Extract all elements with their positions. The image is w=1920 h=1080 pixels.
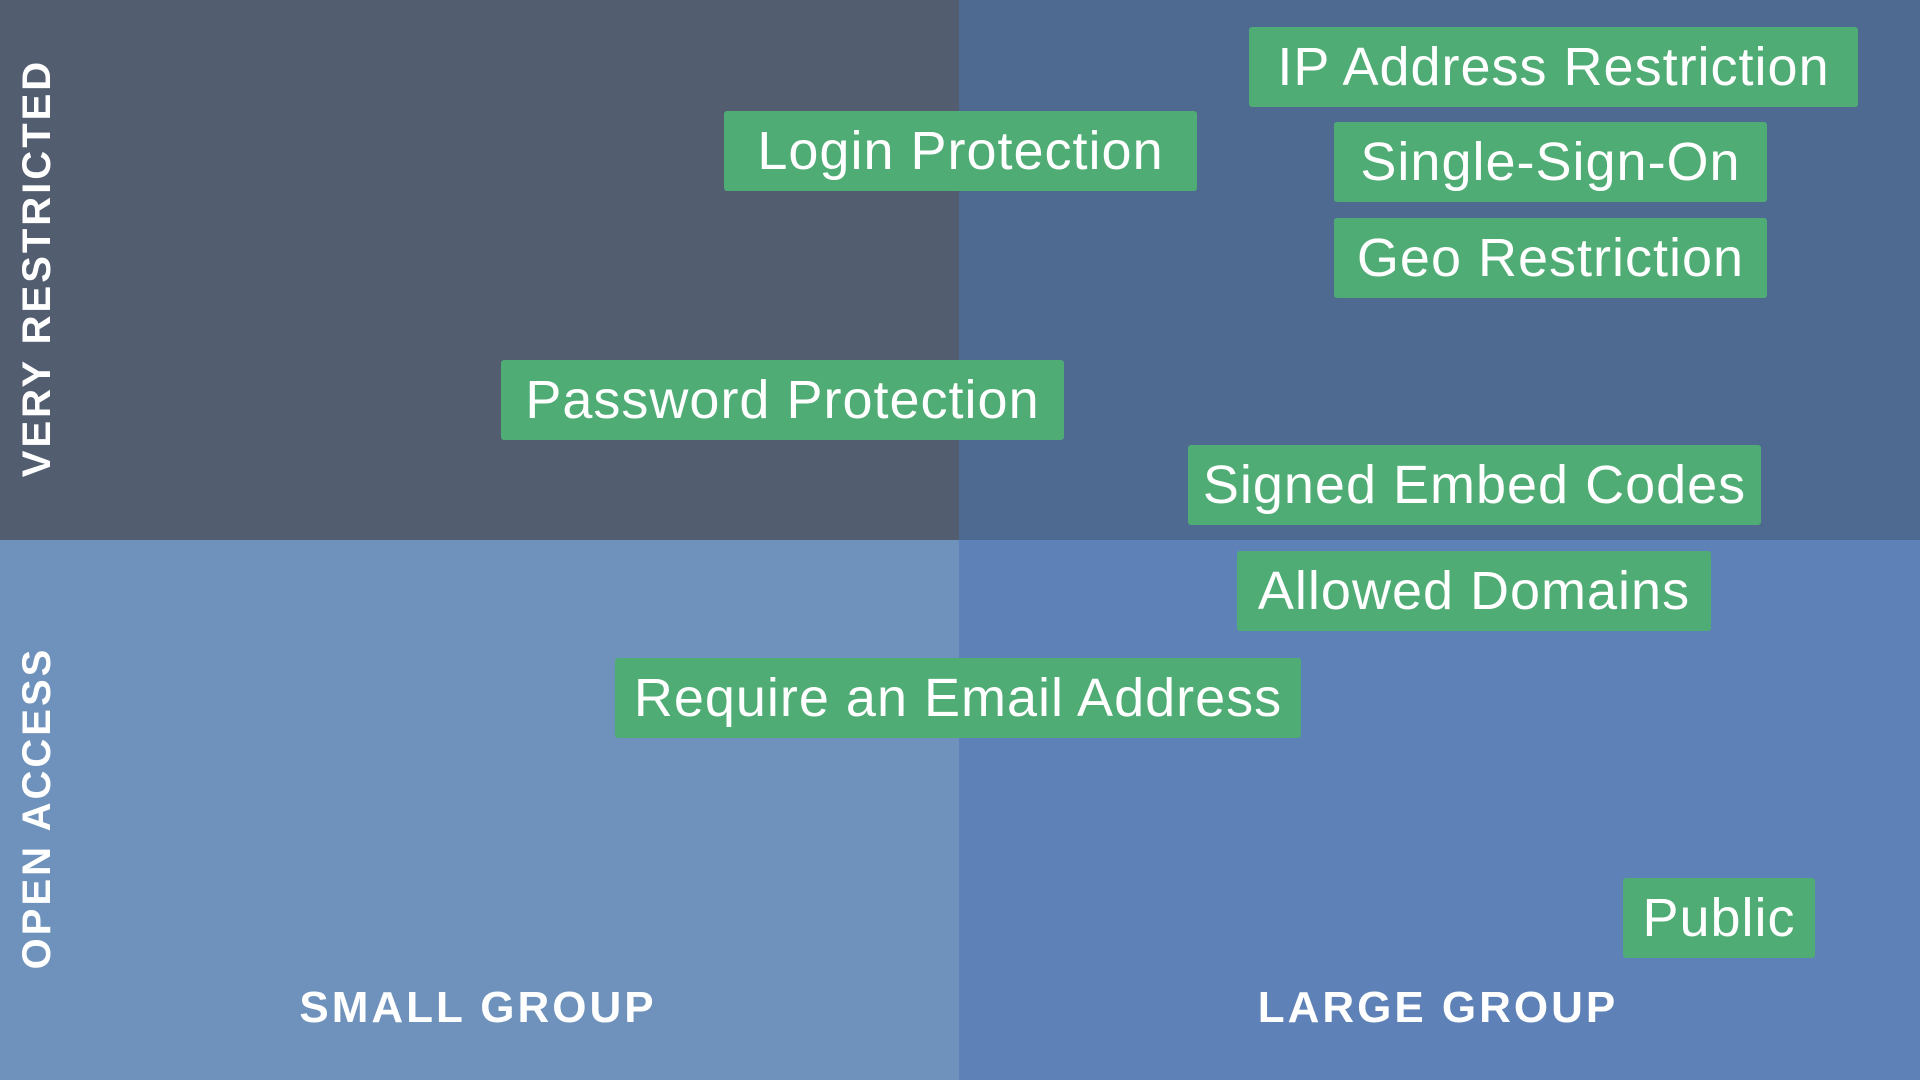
axis-label-small-group: SMALL GROUP: [299, 983, 657, 1032]
tag-ip-address-restriction: IP Address Restriction: [1249, 27, 1858, 107]
axis-label-large-group: LARGE GROUP: [1257, 983, 1619, 1032]
tag-login-protection: Login Protection: [724, 111, 1197, 191]
tag-single-sign-on: Single-Sign-On: [1334, 122, 1767, 202]
quadrant-open-small: [0, 540, 959, 1080]
axis-label-very-restricted: VERY RESTRICTED: [15, 58, 59, 478]
tag-geo-restriction: Geo Restriction: [1334, 218, 1767, 298]
tag-require-email-address: Require an Email Address: [615, 658, 1301, 738]
tag-signed-embed-codes: Signed Embed Codes: [1188, 445, 1761, 525]
quadrant-restricted-small: [0, 0, 959, 540]
axis-label-open-access: OPEN ACCESS: [15, 646, 59, 970]
tag-password-protection: Password Protection: [501, 360, 1064, 440]
tag-public: Public: [1623, 878, 1815, 958]
tag-allowed-domains: Allowed Domains: [1237, 551, 1711, 631]
